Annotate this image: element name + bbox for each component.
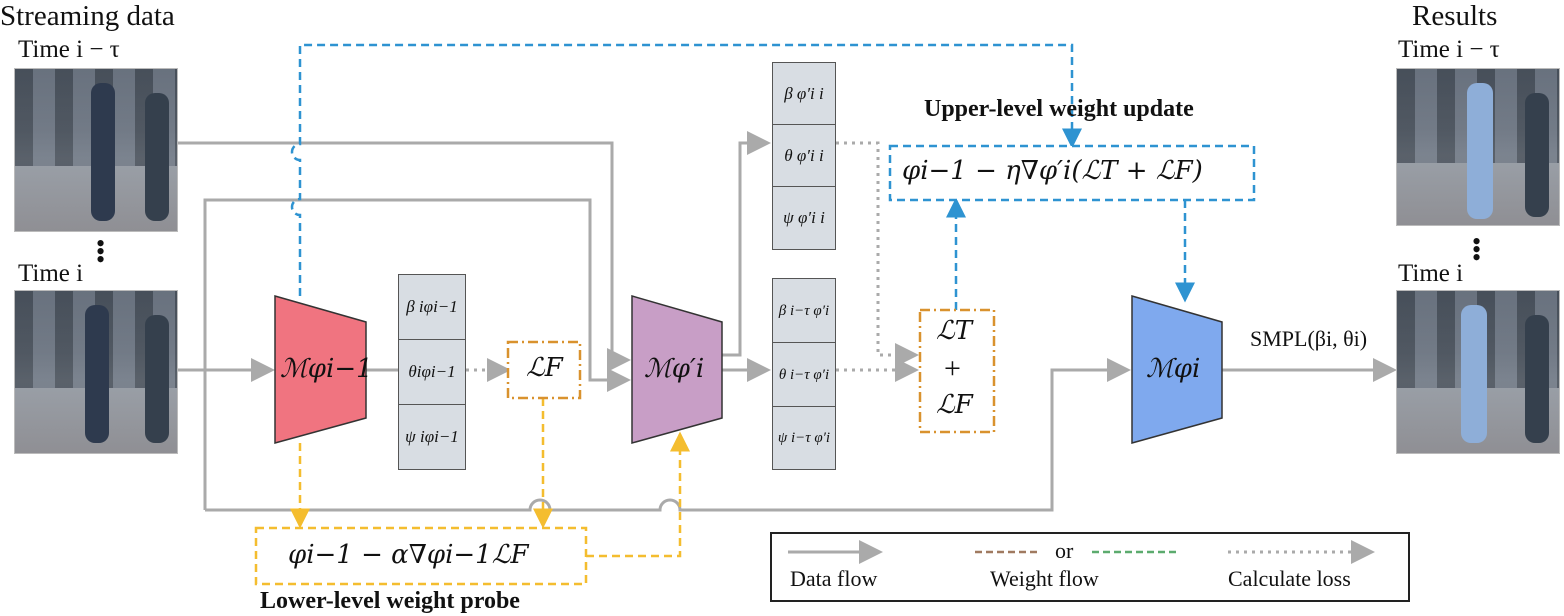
weight-m1-to-upper [290,43,1082,296]
param-stack-1: β iφi−1 θiφi−1 ψ iφi−1 [398,274,466,470]
legend-data-flow: Data flow [790,566,878,591]
stack2-psi: ψ φ′i i [772,186,836,250]
legend [770,532,1410,602]
model-m3-shape [1131,295,1223,444]
lower-equation: φi−1 − α∇φi−1ℒF [288,540,529,570]
model-m3-label: ℳφi [1146,354,1201,384]
lt-label: ℒT [936,316,973,346]
legend-calculate-loss: Calculate loss [1228,566,1351,591]
upper-title: Upper-level weight update [924,96,1194,122]
stack2-beta: β φ′i i [772,62,836,126]
upper-equation-box [888,144,1256,202]
weight-lower-to-m2 [586,431,690,558]
time-label-left-top: Time i − τ [18,36,120,63]
loss-stack2-to-lt [836,141,919,367]
results-header: Results [1412,0,1498,32]
flow-m2-to-stack2 [722,131,771,357]
lower-equation-box [254,526,588,586]
model-m2-label: ℳφ′i [644,354,705,384]
lf-bottom-label: ℒF [936,390,973,420]
stack1-theta: θiφi−1 [398,339,466,405]
model-m1-shape [274,295,367,444]
smpl-output-label: SMPL(βi, θi) [1250,326,1368,351]
stack1-beta: β iφi−1 [398,274,466,340]
loss-sum-box [918,308,996,434]
stack1-psi: ψ iφi−1 [398,404,466,470]
model-m2-shape [631,295,723,444]
input-photo-top [14,68,178,232]
stack3-beta: β i−τ φ′i [772,278,836,344]
stack3-theta: θ i−τ φ′i [772,342,836,408]
plus-label: + [944,352,961,385]
time-label-right-bottom: Time i [1398,260,1464,287]
time-label-left-bottom: Time i [18,260,84,287]
legend-or: or [1055,538,1074,563]
lf-box [506,340,582,400]
flow-loop-top [203,198,631,510]
param-stack-3: β i−τ φ′i θ i−τ φ′i ψ i−τ φ′i [772,278,836,470]
legend-weight-flow: Weight flow [990,566,1099,591]
stack2-theta: θ φ′i i [772,124,836,188]
input-photo-bottom [14,290,178,454]
lf-label: ℒF [526,353,563,383]
ellipsis-right: ••• [1472,227,1482,272]
flow-img-top-to-m2 [178,141,631,372]
stack3-psi: ψ i−τ φ′i [772,406,836,470]
ellipsis-left: ••• [96,229,106,274]
lower-title: Lower-level weight probe [260,588,520,614]
model-m1-label: ℳφi−1 [280,354,373,384]
result-photo-bottom [1396,290,1560,454]
param-stack-2: β φ′i i θ φ′i i ψ φ′i i [772,62,836,250]
result-photo-top [1396,68,1560,226]
streaming-data-header: Streaming data [0,0,175,32]
upper-equation: φi−1 − η∇φ′i(ℒT + ℒF) [902,156,1203,186]
time-label-right-top: Time i − τ [1398,36,1500,63]
